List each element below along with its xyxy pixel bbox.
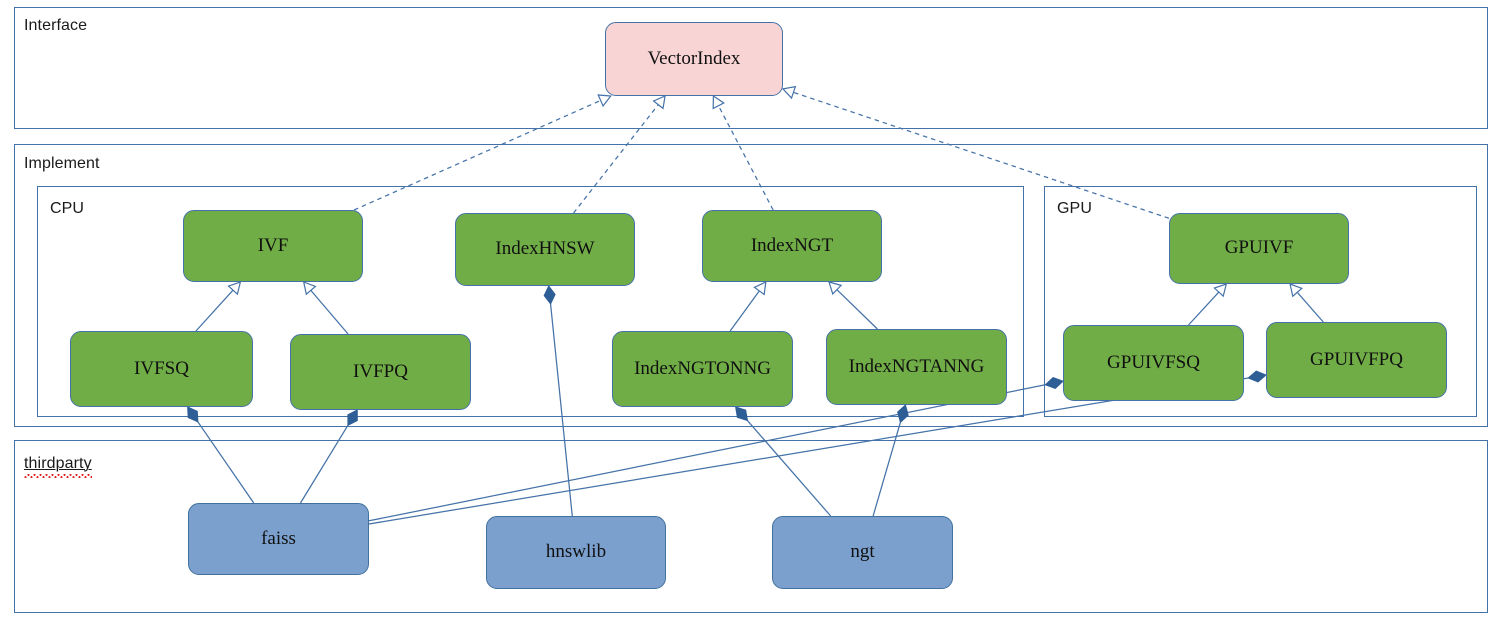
edge-line-e-gpuivfpq-faiss xyxy=(368,377,1249,525)
edge-line-e-gpuivfsq-gpuivf xyxy=(1188,291,1220,326)
edge-line-e-indexhnsw-vectorindex xyxy=(573,104,659,214)
group-thirdparty xyxy=(14,440,1488,613)
arrowhead-filled-diamond xyxy=(543,285,556,305)
edge-line-e-ivfsq-ivf xyxy=(195,289,234,332)
node-indexngtanng[interactable]: IndexNGTANNG xyxy=(826,329,1007,405)
arrowhead-hollow-triangle xyxy=(753,280,767,296)
node-gpuivfpq[interactable]: GPUIVFPQ xyxy=(1266,322,1447,398)
edge-e-gpuivfpq-faiss xyxy=(368,370,1267,525)
node-label-indexngt: IndexNGT xyxy=(750,234,834,256)
edge-line-e-indexhnsw-hnswlib xyxy=(549,303,573,517)
node-ivf[interactable]: IVF xyxy=(183,210,363,282)
node-label-vectorindex: VectorIndex xyxy=(647,47,741,69)
arrowhead-hollow-triangle xyxy=(781,85,797,100)
node-label-faiss: faiss xyxy=(261,527,296,549)
group-implement xyxy=(14,144,1488,427)
node-hnswlib[interactable]: hnswlib xyxy=(486,516,666,589)
edge-line-e-ngtonng-ngt xyxy=(746,420,832,517)
arrowhead-hollow-triangle xyxy=(1289,283,1303,298)
node-gpuivfsq[interactable]: GPUIVFSQ xyxy=(1063,325,1244,401)
edge-line-e-ivf-vectorindex xyxy=(353,99,601,211)
edge-line-e-gpuivfsq-faiss xyxy=(368,384,1046,522)
arrowhead-filled-diamond xyxy=(1044,377,1064,389)
node-label-indexngtanng: IndexNGTANNG xyxy=(848,355,985,377)
node-label-gpuivfsq: GPUIVFSQ xyxy=(1107,351,1200,373)
node-label-gpuivfpq: GPUIVFPQ xyxy=(1310,348,1403,370)
edge-e-ivf-vectorindex xyxy=(353,94,612,211)
edge-line-e-ivfsq-faiss xyxy=(197,421,255,504)
group-label-implement: Implement xyxy=(24,155,100,172)
node-label-hnswlib: hnswlib xyxy=(545,541,607,563)
arrowhead-filled-diamond xyxy=(734,406,749,422)
node-label-ivfpq: IVFPQ xyxy=(353,360,408,382)
arrowhead-hollow-triangle xyxy=(712,94,725,110)
node-ivfsq[interactable]: IVFSQ xyxy=(70,331,253,407)
arrowhead-hollow-triangle xyxy=(597,94,612,108)
edge-e-indexhnsw-vectorindex xyxy=(573,95,666,214)
edge-line-e-gpuivf-vectorindex xyxy=(793,91,1170,219)
node-ivfpq[interactable]: IVFPQ xyxy=(290,334,471,410)
edge-e-ngtonng-indexngt xyxy=(729,280,767,332)
node-vectorindex[interactable]: VectorIndex xyxy=(605,22,783,96)
edge-line-e-indexngt-vectorindex xyxy=(717,105,774,211)
arrowhead-hollow-triangle xyxy=(652,95,666,110)
edge-e-gpuivfsq-faiss xyxy=(368,377,1064,522)
node-indexngt[interactable]: IndexNGT xyxy=(702,210,882,282)
edge-e-ivfsq-ivf xyxy=(195,281,242,332)
edge-e-ngtonng-ngt xyxy=(734,406,832,517)
group-label-cpu: CPU xyxy=(50,200,85,217)
edge-e-gpuivf-vectorindex xyxy=(781,85,1170,219)
arrowhead-filled-diamond xyxy=(187,406,199,423)
node-gpuivf[interactable]: GPUIVF xyxy=(1169,213,1349,284)
arrowhead-filled-diamond xyxy=(897,404,909,424)
edge-line-e-ngtonng-indexngt xyxy=(729,290,760,332)
node-label-gpuivf: GPUIVF xyxy=(1224,237,1294,259)
node-ngt[interactable]: ngt xyxy=(772,516,953,589)
arrowhead-hollow-triangle xyxy=(1213,283,1228,298)
edge-line-e-ivfpq-faiss xyxy=(299,425,349,504)
edge-e-gpuivfsq-gpuivf xyxy=(1188,283,1228,326)
arrowhead-hollow-triangle xyxy=(828,281,843,296)
arrowhead-hollow-triangle xyxy=(227,281,242,296)
edge-e-indexhnsw-hnswlib xyxy=(543,285,573,517)
node-faiss[interactable]: faiss xyxy=(188,503,369,575)
edge-e-ngtanng-ngt xyxy=(872,404,909,517)
node-label-ngt: ngt xyxy=(850,541,875,563)
arrowhead-hollow-triangle xyxy=(302,281,317,296)
edge-e-ivfsq-faiss xyxy=(187,406,255,504)
group-interface xyxy=(14,7,1488,129)
group-label-interface: Interface xyxy=(24,17,88,34)
edge-e-ivfpq-faiss xyxy=(299,409,358,504)
spellcheck-squiggle-icon xyxy=(24,474,92,478)
node-label-indexhnsw: IndexHNSW xyxy=(495,238,595,260)
arrowhead-filled-diamond xyxy=(1247,370,1267,383)
group-label-thirdparty: thirdparty xyxy=(24,455,92,478)
edge-e-ivfpq-ivf xyxy=(302,281,349,335)
node-label-ivf: IVF xyxy=(257,234,289,256)
edge-line-e-ivfpq-ivf xyxy=(310,289,349,335)
edge-e-indexngt-vectorindex xyxy=(712,94,774,211)
node-label-indexngtonng: IndexNGTONNG xyxy=(634,357,771,379)
group-label-gpu: GPU xyxy=(1057,200,1092,217)
edge-e-gpuivfpq-gpuivf xyxy=(1289,283,1324,323)
arrowhead-filled-diamond xyxy=(347,409,358,427)
edge-line-e-ngtanng-ngt xyxy=(872,422,902,517)
node-indexngtonng[interactable]: IndexNGTONNG xyxy=(612,331,793,407)
group-gpu xyxy=(1044,186,1477,417)
edge-line-e-gpuivfpq-gpuivf xyxy=(1296,291,1324,323)
node-label-ivfsq: IVFSQ xyxy=(134,357,189,379)
edge-line-e-ngtanng-indexngt xyxy=(836,289,878,330)
edge-e-ngtanng-indexngt xyxy=(828,281,878,330)
group-cpu xyxy=(37,186,1024,417)
node-indexhnsw[interactable]: IndexHNSW xyxy=(455,213,635,286)
